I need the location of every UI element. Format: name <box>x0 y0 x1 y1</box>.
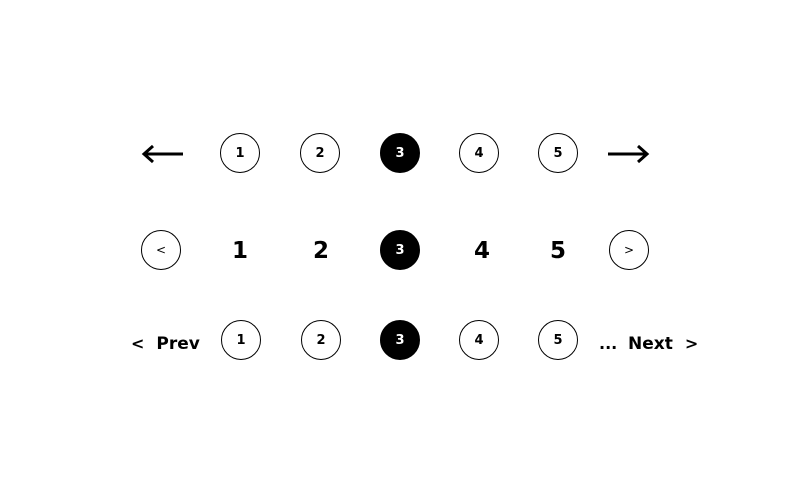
page-button-5[interactable]: 5 <box>538 320 578 360</box>
arrow-left-icon[interactable] <box>141 144 185 164</box>
page-link-4[interactable]: 4 <box>473 238 490 264</box>
page-link-2[interactable]: 2 <box>312 238 329 264</box>
page-button-5[interactable]: 5 <box>538 133 578 173</box>
page-link-1[interactable]: 1 <box>231 238 248 264</box>
chevron-right-icon: > <box>684 334 699 353</box>
prev-link[interactable]: < Prev <box>131 319 200 363</box>
pagination-arrows: 1 2 3 4 5 <box>0 132 800 176</box>
page-button-2[interactable]: 2 <box>300 133 340 173</box>
chevron-left-icon: < <box>131 334 145 353</box>
page-button-4[interactable]: 4 <box>459 133 499 173</box>
page-button-4[interactable]: 4 <box>459 320 499 360</box>
prev-page-button[interactable]: < <box>141 230 181 270</box>
prev-label: Prev <box>156 334 200 354</box>
page-button-3-active[interactable]: 3 <box>380 230 420 270</box>
page-button-1[interactable]: 1 <box>220 133 260 173</box>
pagination-prev-next: < Prev 1 2 3 4 5 ... Next > <box>0 319 800 363</box>
page-link-5[interactable]: 5 <box>549 238 566 264</box>
page-button-1[interactable]: 1 <box>221 320 261 360</box>
page-button-3-active[interactable]: 3 <box>380 133 420 173</box>
page-button-2[interactable]: 2 <box>301 320 341 360</box>
ellipsis: ... <box>599 334 618 353</box>
next-link[interactable]: Next > <box>628 319 698 363</box>
next-label: Next <box>628 334 673 354</box>
next-page-button[interactable]: > <box>609 230 649 270</box>
pagination-plain-numbers: < 1 2 3 4 5 > <box>0 229 800 273</box>
page-button-3-active[interactable]: 3 <box>380 320 420 360</box>
arrow-right-icon[interactable] <box>606 144 650 164</box>
